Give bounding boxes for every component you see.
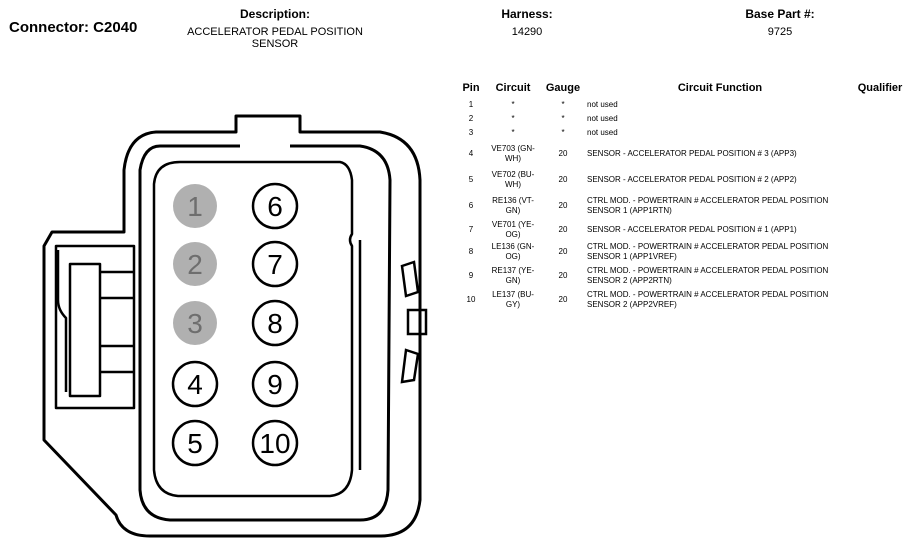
lock-bracket-inner — [68, 262, 102, 398]
pin-circle — [251, 182, 299, 230]
key-lower — [400, 348, 420, 384]
pin-circle — [171, 419, 219, 467]
key-upper — [400, 260, 420, 298]
circuit-cell: VE702 (BU-WH) — [491, 170, 535, 189]
col-header-circuit: Circuit — [495, 82, 531, 94]
circuit-cell: RE136 (VT-GN) — [492, 196, 534, 215]
pin-2: 2 — [173, 242, 217, 286]
col-header-gauge: Gauge — [545, 82, 581, 94]
pin-number-label: 7 — [267, 249, 283, 280]
gauge-cell: * — [561, 128, 565, 137]
pin-number-label: 3 — [187, 308, 203, 339]
pin-9: 9 — [251, 360, 299, 408]
pin-cell: 8 — [468, 247, 474, 256]
pin-cavity-outline — [152, 160, 354, 498]
function-cell: SENSOR - ACCELERATOR PEDAL POSITION # 3 … — [587, 149, 797, 158]
circuit-cell: VE703 (GN-WH) — [491, 144, 535, 163]
lock-bracket-arm — [100, 270, 134, 374]
pin-10: 10 — [251, 419, 299, 467]
circuit-cell: VE701 (YE-OG) — [491, 220, 535, 239]
pin-circle — [251, 299, 299, 347]
pin-cell: 7 — [468, 225, 474, 234]
circuit-cell: * — [511, 100, 515, 109]
pin-circle — [171, 360, 219, 408]
lock-tab — [56, 250, 68, 392]
function-cell: CTRL MOD. - POWERTRAIN # ACCELERATOR PED… — [587, 290, 829, 309]
pin-number-label: 6 — [267, 191, 283, 222]
lock-bracket-outer — [54, 244, 136, 410]
housing-outer-outline — [42, 114, 422, 538]
function-cell: CTRL MOD. - POWERTRAIN # ACCELERATOR PED… — [587, 266, 829, 285]
pin-cell: 6 — [468, 201, 474, 210]
pin-8: 8 — [251, 299, 299, 347]
pin-cavities: 1 2 3 4 5 6 7 8 9 10 — [171, 182, 299, 467]
function-cell: not used — [587, 128, 618, 137]
pin-circle — [251, 360, 299, 408]
pin-number-label: 2 — [187, 249, 203, 280]
pin-cell: 3 — [468, 128, 474, 137]
function-cell: not used — [587, 100, 618, 109]
function-cell: CTRL MOD. - POWERTRAIN # ACCELERATOR PED… — [587, 242, 829, 261]
pin-cell: 1 — [468, 100, 474, 109]
pin-number-label: 5 — [187, 428, 203, 459]
base-part-value: 9725 — [767, 26, 793, 38]
pin-4: 4 — [171, 360, 219, 408]
pin-circle — [251, 240, 299, 288]
col-header-function: Circuit Function — [677, 82, 763, 94]
pin-cell: 4 — [468, 149, 474, 158]
circuit-cell: * — [511, 114, 515, 123]
gauge-cell: * — [561, 100, 565, 109]
function-cell: SENSOR - ACCELERATOR PEDAL POSITION # 2 … — [587, 175, 797, 184]
pin-7: 7 — [251, 240, 299, 288]
pin-3: 3 — [173, 301, 217, 345]
pin-cell: 10 — [466, 295, 476, 304]
key-middle — [406, 308, 428, 336]
gauge-cell: 20 — [558, 247, 568, 256]
pin-circle — [251, 419, 299, 467]
circuit-cell: RE137 (YE-GN) — [491, 266, 535, 285]
base-part-label: Base Part #: — [745, 7, 815, 21]
connector-title: Connector: C2040 — [9, 19, 138, 36]
pin-number-label: 9 — [267, 369, 283, 400]
harness-label: Harness: — [501, 7, 553, 21]
gauge-cell: 20 — [558, 149, 568, 158]
pin-cell: 9 — [468, 271, 474, 280]
col-header-qualifier: Qualifier — [857, 82, 903, 94]
pin-1: 1 — [173, 184, 217, 228]
housing-inner-outline — [138, 144, 392, 522]
col-header-pin: Pin — [462, 82, 480, 94]
pin-number-label: 8 — [267, 308, 283, 339]
circuit-cell: LE136 (GN-OG) — [491, 242, 535, 261]
pin-number-label: 1 — [187, 191, 203, 222]
gauge-cell: 20 — [558, 175, 568, 184]
pin-5: 5 — [171, 419, 219, 467]
description-label: Description: — [239, 7, 310, 21]
polarization-keys — [400, 260, 428, 384]
function-cell: SENSOR - ACCELERATOR PEDAL POSITION # 1 … — [587, 225, 797, 234]
pin-cell: 2 — [468, 114, 474, 123]
gauge-cell: * — [561, 114, 565, 123]
gauge-cell: 20 — [558, 271, 568, 280]
gauge-cell: 20 — [558, 201, 568, 210]
gauge-cell: 20 — [558, 225, 568, 234]
pin-number-label: 4 — [187, 369, 203, 400]
gauge-cell: 20 — [558, 295, 568, 304]
circuit-cell: LE137 (BU-GY) — [492, 290, 534, 309]
harness-value: 14290 — [511, 26, 543, 38]
pin-circle — [173, 184, 217, 228]
circuit-cell: * — [511, 128, 515, 137]
function-cell: not used — [587, 114, 618, 123]
function-cell: CTRL MOD. - POWERTRAIN # ACCELERATOR PED… — [587, 196, 829, 215]
pin-6: 6 — [251, 182, 299, 230]
pin-number-label: 10 — [259, 428, 290, 459]
connector-housing — [42, 114, 422, 538]
pin-cell: 5 — [468, 175, 474, 184]
description-value: ACCELERATOR PEDAL POSITION SENSOR — [187, 26, 363, 50]
pin-circle — [173, 242, 217, 286]
pin-circle — [173, 301, 217, 345]
